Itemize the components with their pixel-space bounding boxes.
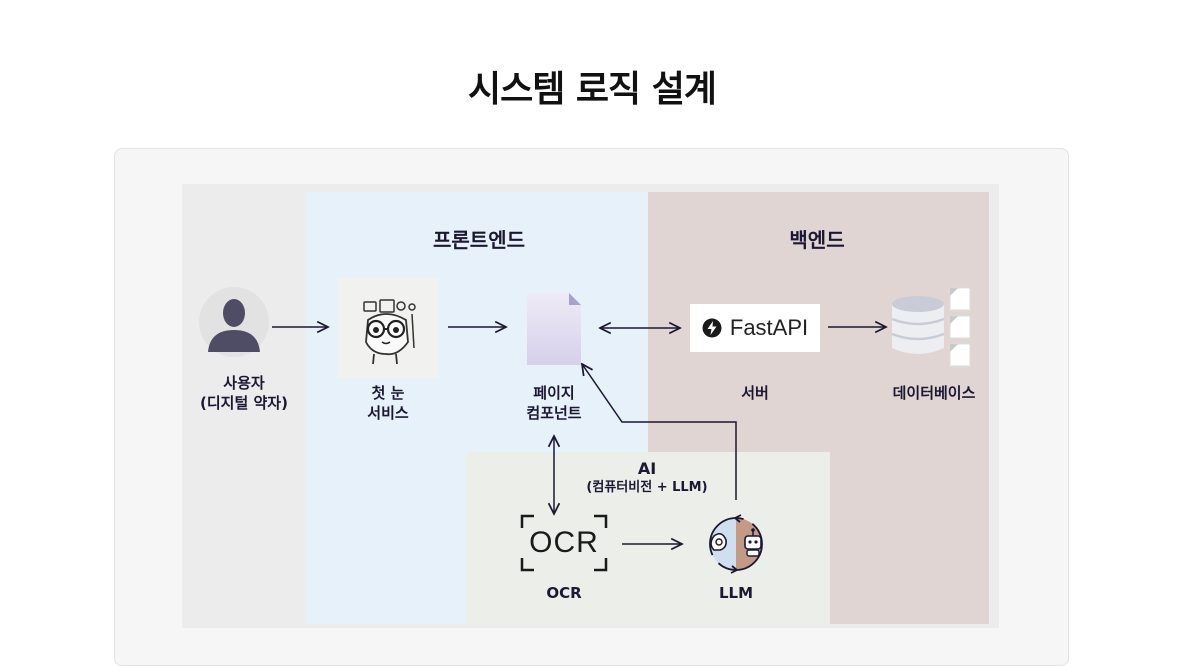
user-silhouette-icon	[199, 287, 269, 357]
connector-arrows	[272, 184, 999, 628]
arrow-llm-to-page	[582, 364, 737, 500]
service-label-line2: 서비스	[367, 404, 409, 422]
server-label: 서버	[741, 384, 769, 402]
ocr-logo-text: OCR	[529, 526, 599, 559]
page-title: 시스템 로직 설계	[468, 69, 717, 110]
user-label-line1: 사용자	[223, 374, 265, 392]
document-icon	[527, 293, 581, 365]
user-label-line2: (디지털 약자)	[200, 394, 288, 412]
ocr-frame-icon: OCR	[520, 514, 608, 572]
page-label-line1: 페이지	[533, 384, 575, 402]
ai-title: AI	[637, 459, 657, 478]
frontend-label: 프론트엔드	[433, 228, 525, 252]
backend-label: 백엔드	[789, 228, 845, 252]
page-label-line2: 컴포넌트	[526, 404, 582, 422]
system-diagram: 프론트엔드 백엔드 AI (컴퓨터비전 + LLM) 사용자 (디지털 약자) …	[182, 184, 999, 628]
ai-zone	[466, 452, 830, 624]
user-zone	[182, 184, 306, 628]
fastapi-logo-text: FastAPI	[729, 315, 809, 340]
fastapi-logo: FastAPI	[690, 304, 820, 352]
service-label-line1: 첫 눈	[371, 384, 405, 402]
fastapi-bolt-icon	[702, 318, 722, 338]
ocr-label: OCR	[546, 584, 582, 602]
database-label: 데이터베이스	[892, 384, 976, 402]
mascot-icon	[338, 278, 438, 378]
ai-subtitle: (컴퓨터비전 + LLM)	[586, 480, 708, 495]
llm-cycle-icon	[709, 514, 763, 574]
database-icon	[891, 287, 971, 367]
llm-label: LLM	[718, 584, 754, 602]
